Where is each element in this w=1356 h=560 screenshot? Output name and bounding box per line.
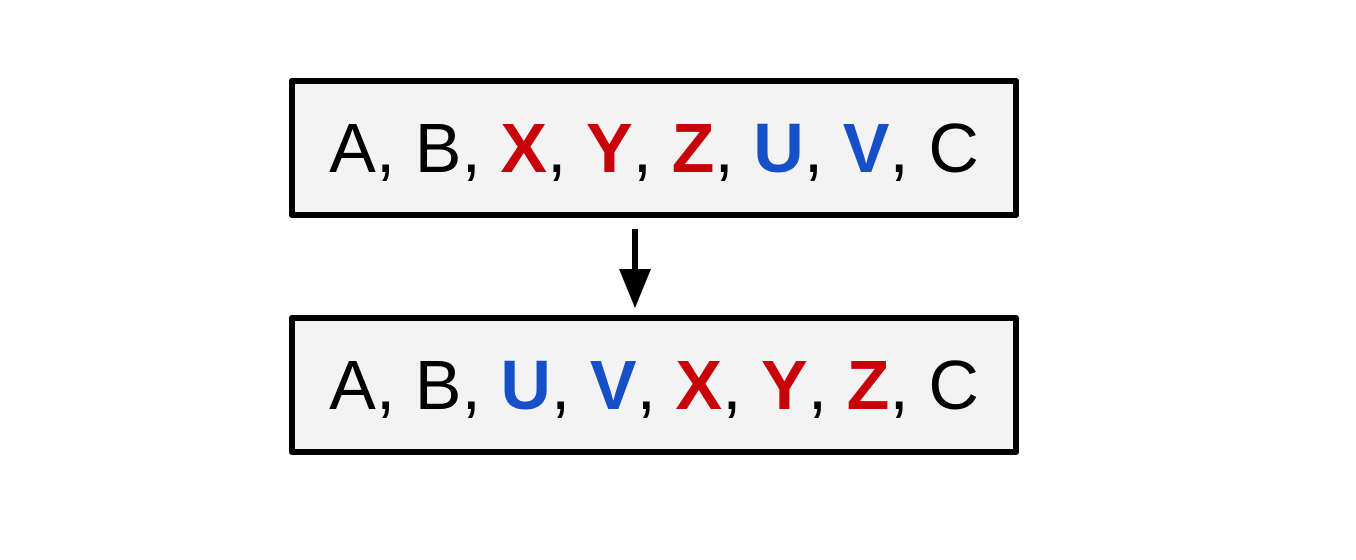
token-b: B (414, 346, 462, 424)
token-v: V (589, 346, 637, 424)
separator: , (636, 346, 676, 424)
token-u: U (753, 109, 804, 187)
separator: , (461, 346, 501, 424)
token-c: C (928, 346, 979, 424)
token-z: Z (671, 109, 715, 187)
token-z: Z (846, 346, 890, 424)
separator: , (461, 109, 501, 187)
separator: , (889, 109, 929, 187)
token-v: V (842, 109, 890, 187)
separator: , (807, 346, 847, 424)
separator: , (803, 109, 843, 187)
separator: , (632, 109, 672, 187)
sequence-box-after: A, B, U, V, X, Y, Z, C (289, 315, 1019, 455)
token-b: B (414, 109, 462, 187)
token-x: X (500, 109, 548, 187)
separator: , (722, 346, 762, 424)
separator: , (714, 109, 754, 187)
token-x: X (675, 346, 723, 424)
token-a: A (329, 346, 376, 424)
separator: , (889, 346, 929, 424)
separator: , (547, 109, 586, 187)
token-a: A (329, 109, 376, 187)
token-y: Y (585, 109, 633, 187)
sequence-box-before: A, B, X, Y, Z, U, V, C (289, 78, 1019, 218)
token-y: Y (761, 346, 808, 424)
arrow-head (619, 269, 651, 308)
separator: , (375, 109, 415, 187)
token-c: C (928, 109, 979, 187)
token-u: U (500, 346, 551, 424)
separator: , (375, 346, 415, 424)
separator: , (550, 346, 590, 424)
